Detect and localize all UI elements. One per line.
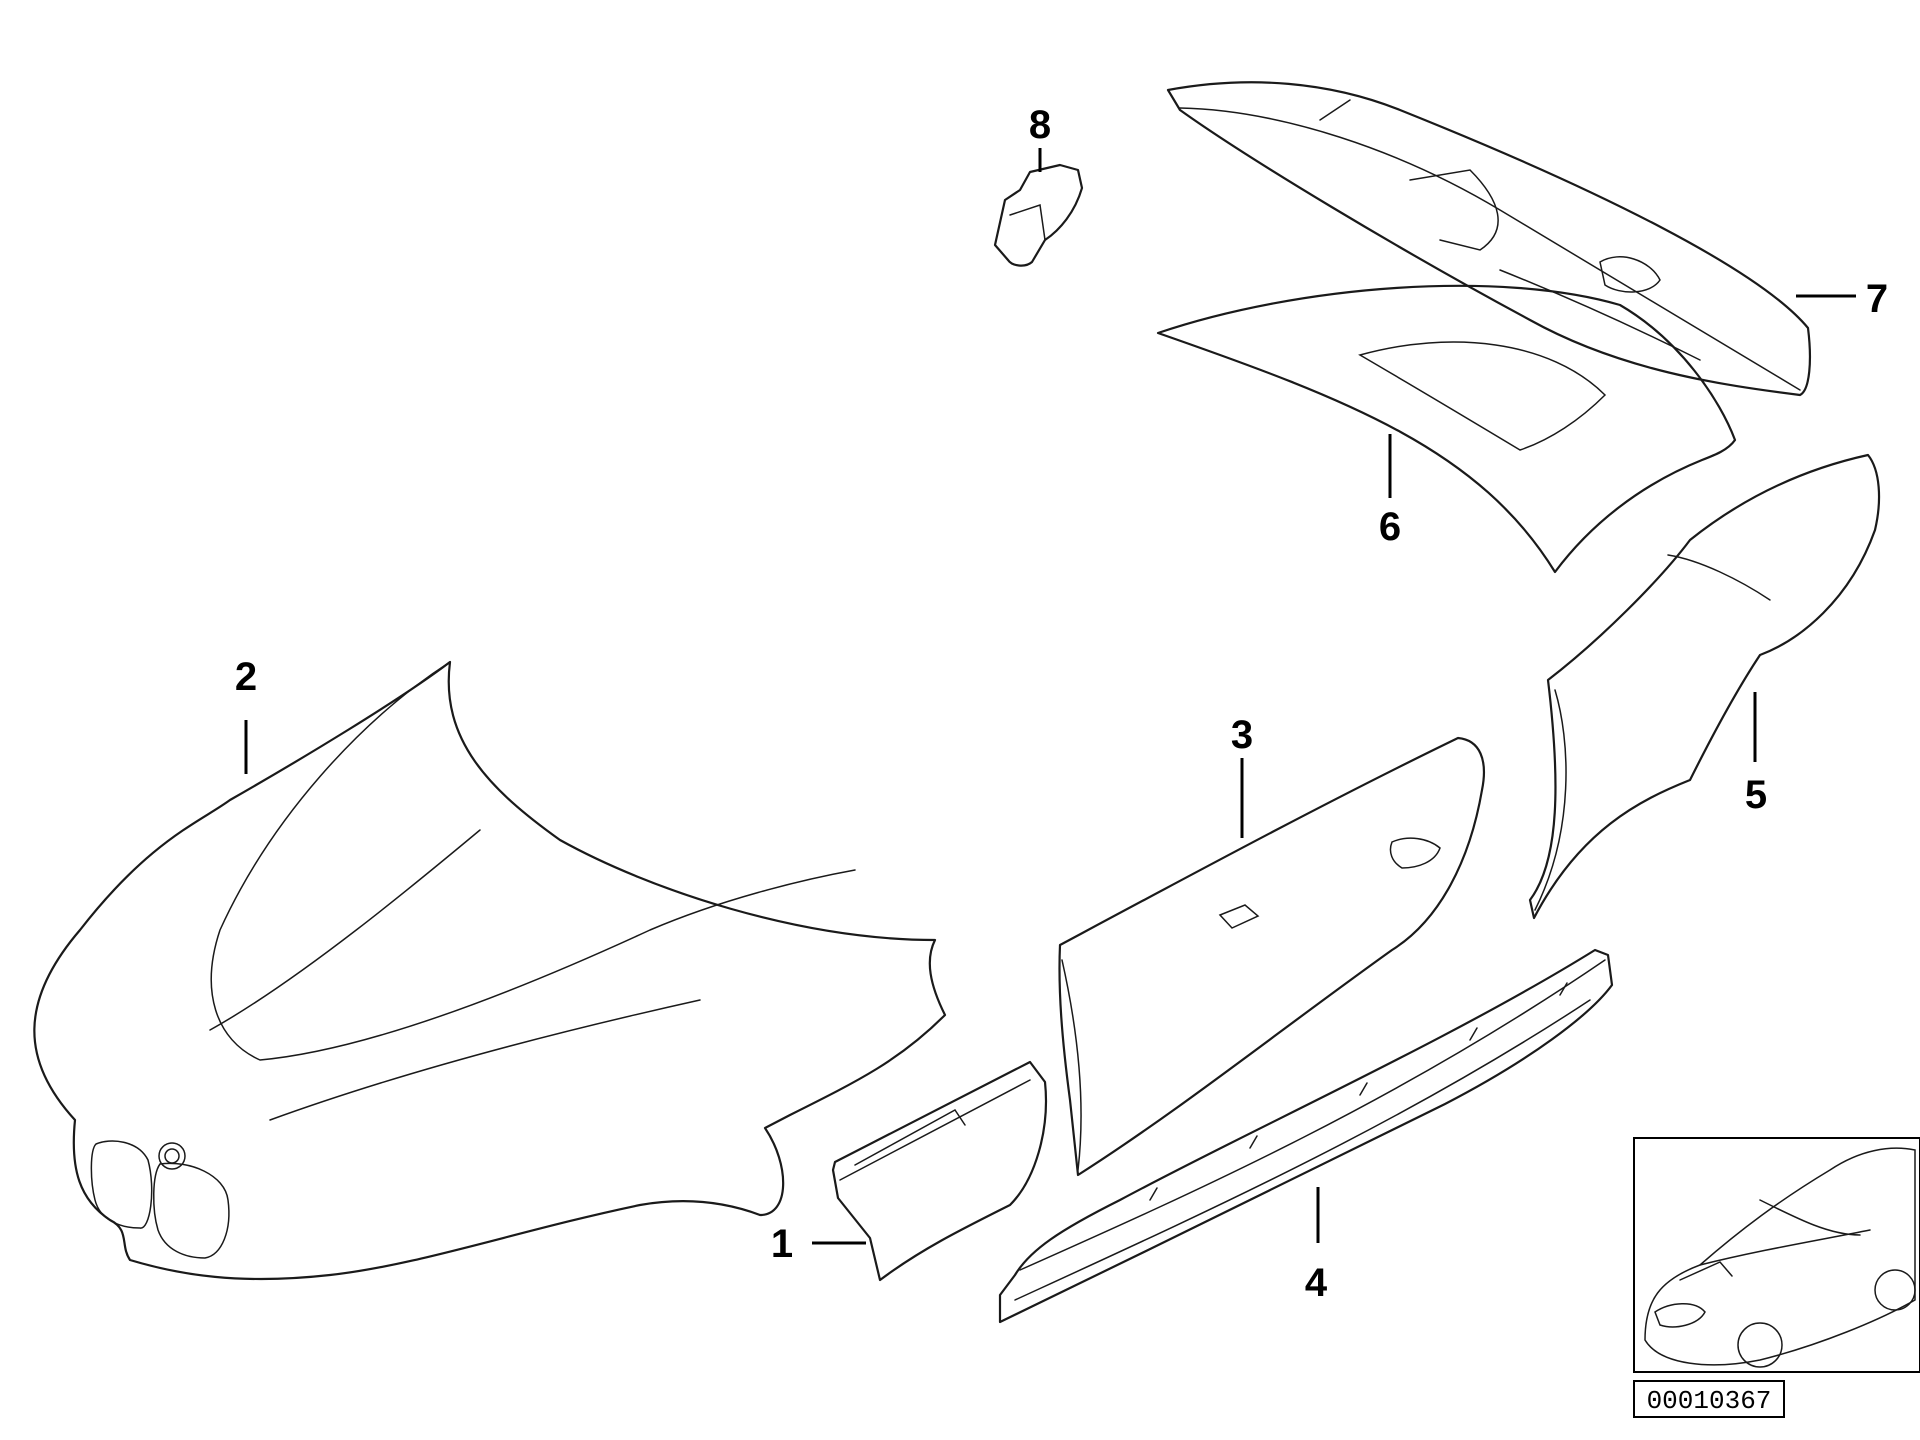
part-7-boot-lid-inner	[1166, 81, 1812, 397]
callout-2: 2	[235, 655, 257, 699]
part-8-bracket	[993, 163, 1084, 267]
part-4-side-sill	[998, 948, 1614, 1324]
part-3-door	[1058, 736, 1486, 1177]
callout-8: 8	[1029, 103, 1051, 147]
callout-4: 4	[1305, 1261, 1328, 1305]
car-overview-inset	[1633, 1137, 1920, 1373]
callout-5: 5	[1745, 773, 1767, 817]
callout-7: 7	[1866, 277, 1888, 321]
part-5-rear-side-panel	[1528, 453, 1881, 920]
callout-labels: 1 2 3 4 5 6 7 8	[235, 103, 1888, 1305]
leader-lines	[244, 148, 1856, 1245]
reference-number: 00010367	[1647, 1386, 1772, 1416]
callout-6: 6	[1379, 505, 1401, 549]
callout-3: 3	[1231, 713, 1253, 757]
drawing-reference: 00010367	[1633, 1380, 1785, 1418]
part-2-bonnet	[33, 660, 947, 1281]
callout-1: 1	[771, 1222, 793, 1266]
part-1-inner-panel	[831, 1060, 1047, 1282]
part-6-boot-lid	[1156, 284, 1737, 574]
